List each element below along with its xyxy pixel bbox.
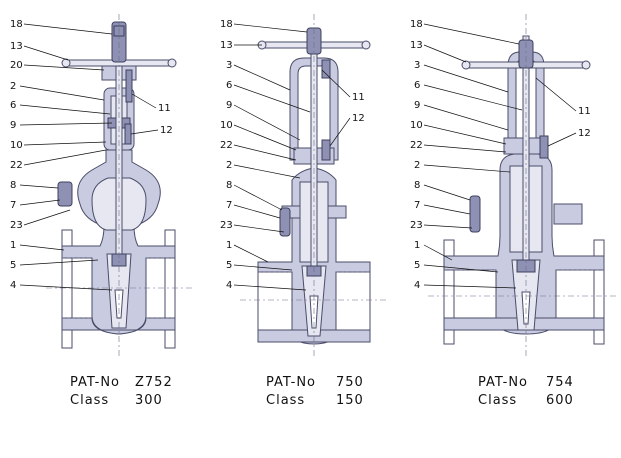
class-value: 150 [336,393,364,408]
callout-7: 7 [226,200,232,211]
callout-12: 12 [160,125,173,136]
callout-20: 20 [10,60,23,71]
callout-23: 23 [410,220,423,231]
callout-10: 10 [10,140,23,151]
class-label: Class [70,393,109,408]
handwheel-knob-right [167,58,177,68]
callout-10: 10 [220,120,233,131]
callout-8: 8 [414,180,420,191]
yoke-bolt [321,59,331,79]
callout-4: 4 [414,280,420,291]
callout-2: 2 [414,160,420,171]
gland-bolt [124,123,132,145]
callout-7: 7 [414,200,420,211]
callout-1: 1 [414,240,420,251]
callout-13: 13 [10,41,23,52]
callout-11: 11 [352,92,365,103]
callout-1: 1 [226,240,232,251]
valve-z752: 18 13 20 2 6 9 10 22 8 7 23 1 5 4 11 12 … [10,14,192,408]
callout-4: 4 [226,280,232,291]
callout-5: 5 [414,260,420,271]
stem-nut [518,39,534,69]
callout-5: 5 [226,260,232,271]
callout-18: 18 [410,19,423,30]
callout-13: 13 [410,40,423,51]
pat-value: Z752 [135,375,173,390]
bonnet-bolt [469,195,481,233]
pat-value: 750 [336,375,364,390]
callout-2: 2 [226,160,232,171]
callout-22: 22 [10,160,23,171]
class-value: 300 [135,393,163,408]
callout-9: 9 [414,100,420,111]
pat-label: PAT-No [478,375,528,390]
callout-8: 8 [10,180,16,191]
callout-23: 23 [220,220,233,231]
callout-6: 6 [10,100,16,111]
callout-3: 3 [226,60,232,71]
callout-13: 13 [220,40,233,51]
callout-7: 7 [10,200,16,211]
callout-2: 2 [10,81,16,92]
gland-bolt [539,135,549,159]
callout-8: 8 [226,180,232,191]
callout-9: 9 [10,120,16,131]
pat-label: PAT-No [266,375,316,390]
side-port [553,203,583,225]
callout-6: 6 [414,80,420,91]
left-flange [61,229,73,349]
callout-22: 22 [220,140,233,151]
pat-value: 754 [546,375,574,390]
callout-5: 5 [10,260,16,271]
callout-10: 10 [410,120,423,131]
bonnet-bolt [279,207,291,237]
callout-12: 12 [352,113,365,124]
callout-12: 12 [578,128,591,139]
callout-23: 23 [10,220,23,231]
callout-11: 11 [578,106,591,117]
callout-6: 6 [226,80,232,91]
right-flange [164,229,176,349]
callout-22: 22 [410,140,423,151]
pat-label: PAT-No [70,375,120,390]
callout-3: 3 [414,60,420,71]
valve-750: 18 13 3 6 9 10 22 2 8 7 23 1 5 4 11 12 P… [220,14,388,408]
class-label: Class [478,393,517,408]
callout-9: 9 [226,100,232,111]
class-value: 600 [546,393,574,408]
callout-18: 18 [220,19,233,30]
yoke-bolt [125,69,133,103]
class-label: Class [266,393,305,408]
handwheel-knob-left [61,58,71,68]
gland-bolt [321,139,331,161]
callout-1: 1 [10,240,16,251]
callout-18: 18 [10,19,23,30]
callout-11: 11 [158,103,171,114]
bonnet-bolt [57,181,73,207]
callout-4: 4 [10,280,16,291]
valve-754: 18 13 3 6 9 10 22 2 8 7 23 1 5 4 11 12 P… [410,14,616,408]
